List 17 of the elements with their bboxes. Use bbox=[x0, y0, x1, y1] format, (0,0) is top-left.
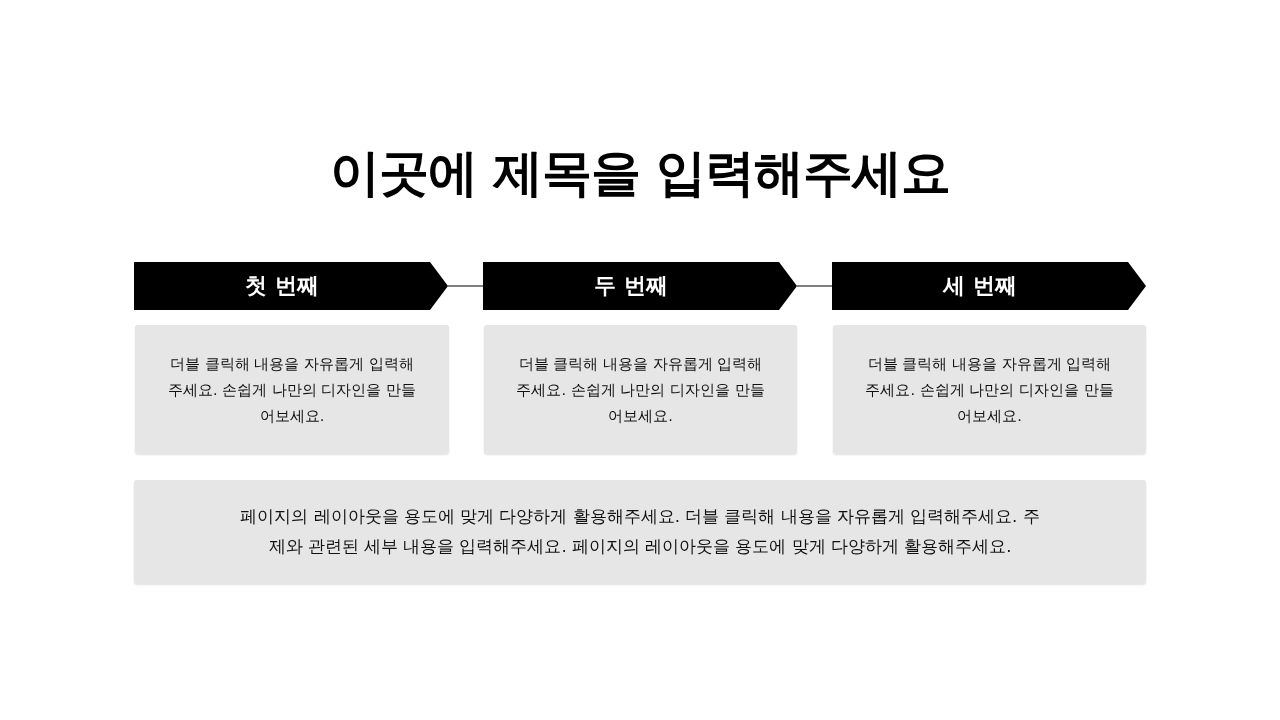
step-label: 세 번째 bbox=[941, 272, 1018, 300]
slide-title: 이곳에 제목을 입력해주세요 bbox=[328, 143, 952, 204]
chevron-shape bbox=[832, 262, 1146, 310]
chevron-shape bbox=[483, 262, 797, 310]
text-card bbox=[484, 325, 797, 454]
card-text: 더블 클릭해 내용을 자유롭게 입력해 주세요. 손쉽게 나만의 디자인을 만들어보세요. bbox=[864, 354, 1115, 426]
card-text: 더블 클릭해 내용을 자유롭게 입력해 주세요. 손쉽게 나만의 디자인을 만들어보세요. bbox=[167, 354, 417, 426]
connector-line bbox=[447, 285, 484, 287]
chevron-shape bbox=[134, 262, 448, 310]
connector-line bbox=[796, 285, 833, 287]
text-card bbox=[135, 325, 449, 454]
card-text: 더블 클릭해 내용을 자유롭게 입력해 주세요. 손쉽게 나만의 디자인을 만들어보세요. bbox=[515, 354, 766, 426]
text-card bbox=[833, 325, 1146, 454]
step-label: 두 번째 bbox=[593, 272, 669, 300]
card-text: 페이지의 레이아웃을 용도에 맞게 다양하게 활용해주세요. 더블 클릭해 내용을 자유롭게 입력해주세요. 주제와 관련된 세부 내용을 입력해주세요. 페이지의 레이아웃을 용도에 맞게 다양하게 활용해주세요. bbox=[240, 506, 1040, 558]
summary-card bbox=[134, 480, 1146, 584]
step-label: 첫 번째 bbox=[244, 272, 320, 300]
